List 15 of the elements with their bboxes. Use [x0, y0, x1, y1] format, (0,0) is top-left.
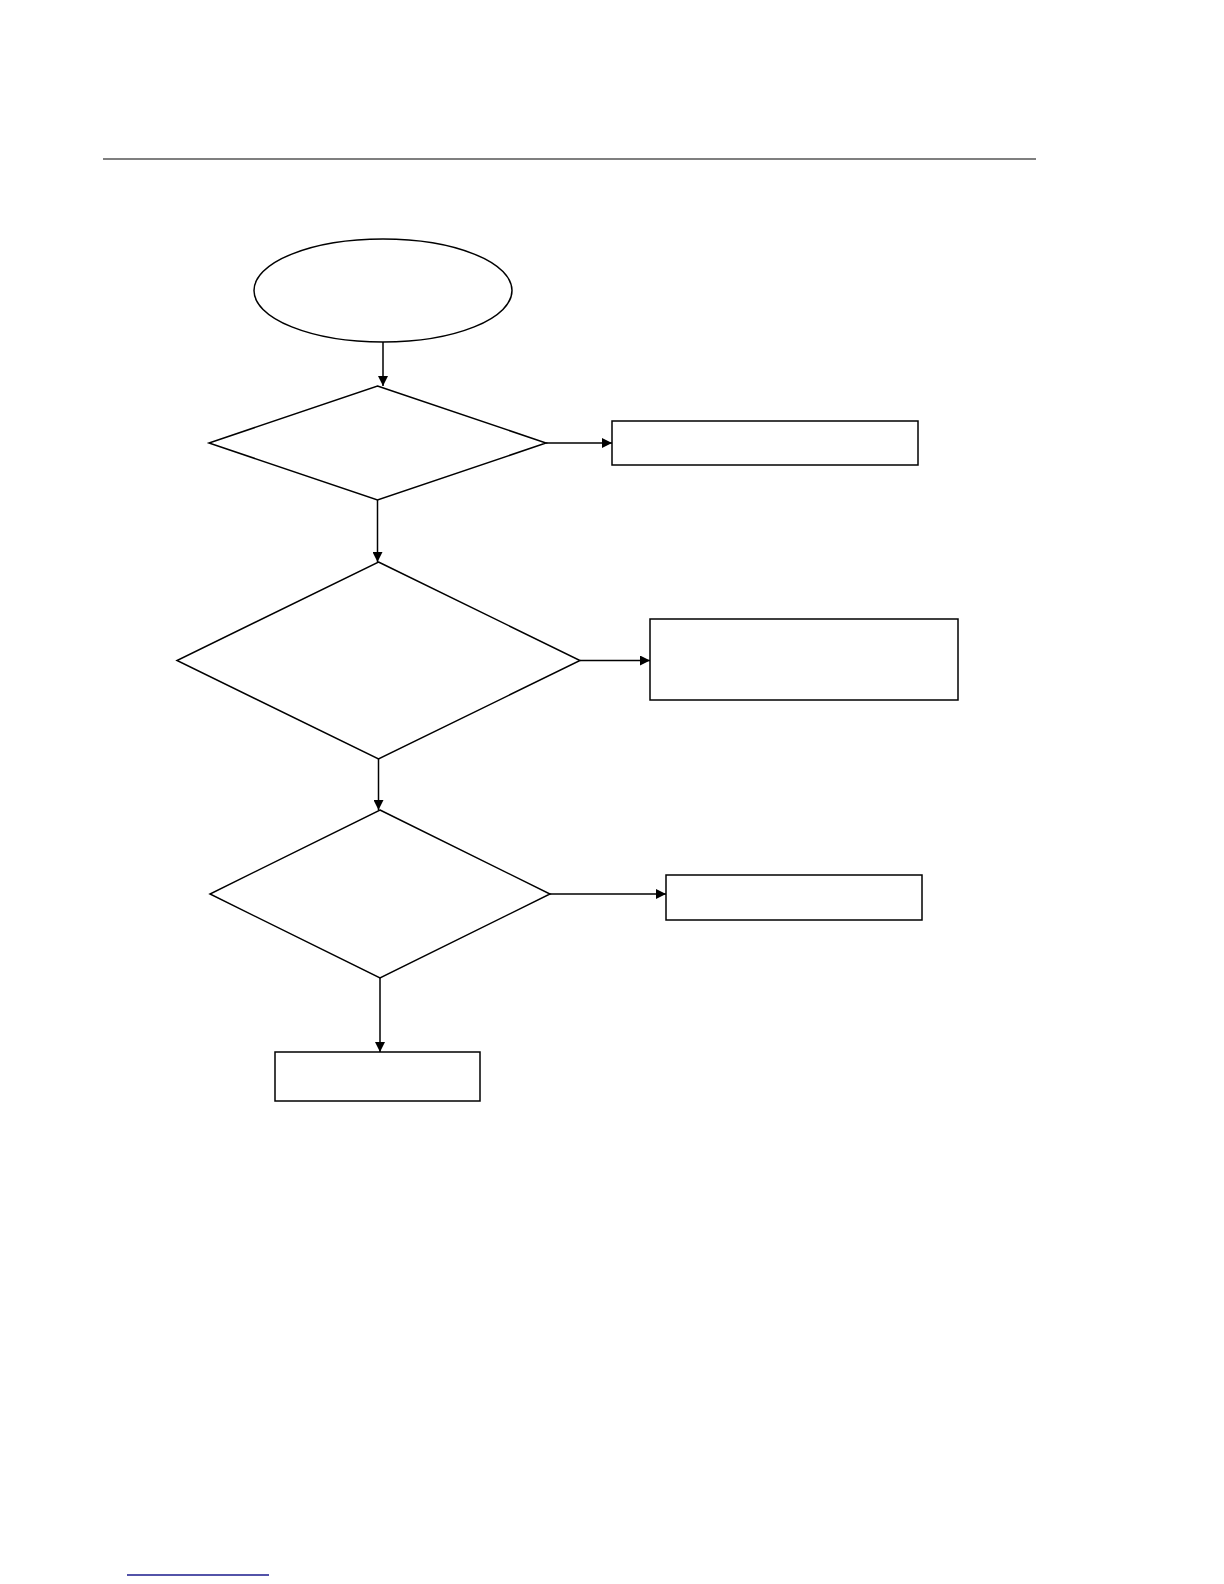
- arrow: [549, 889, 667, 899]
- decision-diamond: [210, 810, 550, 978]
- process-box: [612, 421, 918, 465]
- arrow: [375, 977, 385, 1053]
- arrow: [545, 438, 613, 448]
- arrow: [378, 341, 388, 387]
- process-box: [666, 875, 922, 920]
- start-ellipse: [254, 239, 512, 342]
- arrow: [372, 499, 383, 563]
- process-box: [650, 619, 958, 700]
- process-box: [275, 1052, 480, 1101]
- arrow: [373, 758, 384, 811]
- decision-diamond: [209, 386, 546, 500]
- decision-diamond: [177, 562, 580, 759]
- arrow: [579, 655, 651, 666]
